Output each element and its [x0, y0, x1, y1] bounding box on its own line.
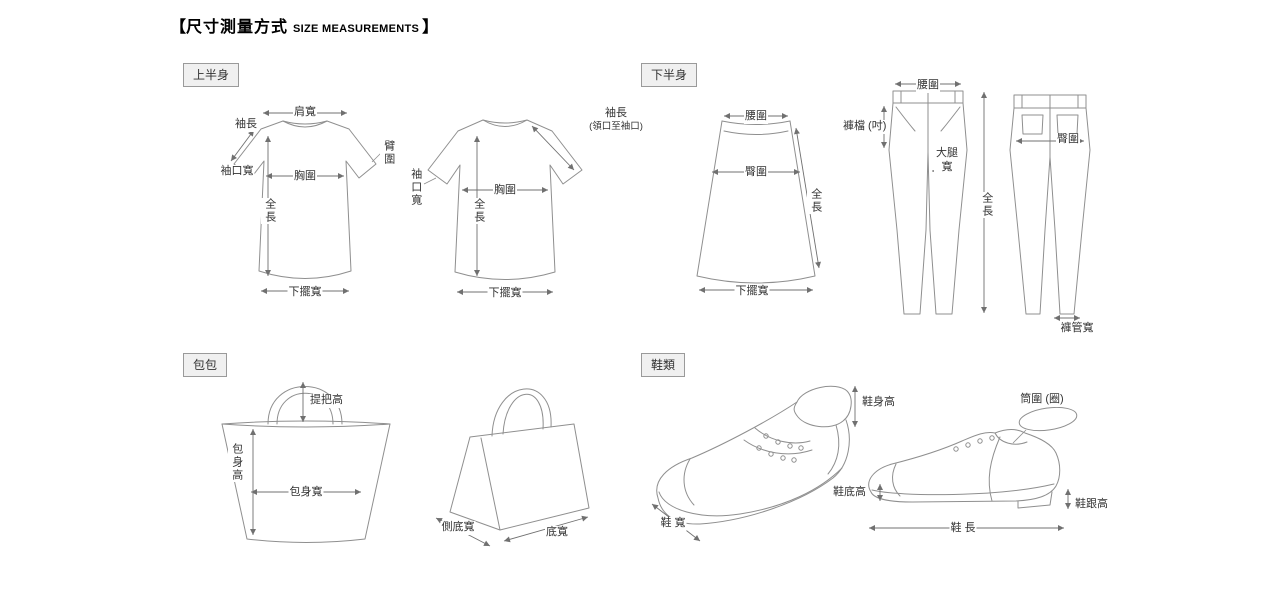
label-shirt2-hem-width: 下擺寬: [487, 287, 523, 301]
pants-back-drawing: [1009, 94, 1091, 321]
tshirt-1-drawing: [230, 110, 382, 294]
label-pants-total-length: 全長: [978, 192, 994, 218]
label-shirt1-chest: 胸圍: [293, 170, 317, 184]
label-shoe-shaft-circumference: 筒圍 (圈): [1019, 393, 1065, 407]
title-bracket-open: 【: [170, 19, 187, 36]
pants-front-drawing: [881, 81, 987, 315]
title-text-latin: SIZE MEASUREMENTS: [293, 23, 420, 35]
label-bag-bottom-width: 底寬: [545, 526, 569, 540]
label-shirt2-cuff-width: 袖口寬: [407, 168, 423, 207]
label-bag-body-height: 包身高: [228, 443, 244, 482]
section-header-shoes: 鞋類: [641, 353, 686, 377]
bag-front-drawing: [221, 382, 391, 543]
label-shirt1-total-length: 全長: [261, 198, 277, 224]
label-pants-leg-opening: 褲管寬: [1059, 322, 1095, 336]
label-pants-thigh-width: 大腿寬: [934, 147, 960, 175]
label-bag-body-width: 包身寬: [288, 486, 324, 500]
label-shirt2-chest: 胸圍: [493, 184, 517, 198]
label-shirt2-sleeve-length: 袖長 (領口至袖口): [588, 107, 644, 133]
label-shirt2-sleeve-length-note: (領口至袖口): [589, 120, 643, 132]
label-skirt-hip: 臀圍: [744, 166, 768, 180]
label-pants-crotch: 褲檔 (吋): [842, 120, 888, 134]
label-shirt2-sleeve-length-main: 袖長: [604, 107, 627, 119]
section-header-upper-body: 上半身: [183, 63, 240, 87]
label-shoe-sole-height: 鞋底高: [832, 486, 867, 500]
label-shoe-width: 鞋 寬: [659, 517, 687, 531]
label-shirt1-hem-width: 下擺寬: [287, 286, 323, 300]
section-header-bags: 包包: [183, 353, 228, 377]
label-bag-handle-height: 提把高: [309, 394, 344, 408]
label-shoe-length: 鞋 長: [949, 522, 977, 536]
label-skirt-hem-width: 下擺寬: [734, 285, 770, 299]
label-pants-waist: 腰圍: [916, 79, 940, 93]
label-shoe-heel-height: 鞋跟高: [1074, 498, 1109, 512]
section-header-lower-body: 下半身: [641, 63, 698, 87]
page-title: 【尺寸測量方式 SIZE MEASUREMENTS】: [170, 13, 438, 37]
title-text-cjk: 尺寸測量方式: [186, 19, 289, 36]
label-shirt1-cuff-width: 袖口寬: [219, 165, 255, 179]
label-shirt1-sleeve-length: 袖長: [234, 118, 258, 132]
label-shirt1-shoulder-width: 肩寬: [293, 106, 317, 120]
shoe-2-drawing: [868, 406, 1078, 531]
tshirt-2-drawing: [423, 119, 583, 295]
label-skirt-waist: 腰圍: [744, 110, 768, 124]
title-bracket-close: 】: [422, 19, 439, 36]
label-pants-hip: 臀圍: [1056, 133, 1080, 147]
label-shirt1-arm-circumference: 臂圍: [380, 140, 396, 166]
skirt-drawing: [696, 113, 821, 293]
label-shirt2-total-length: 全長: [470, 198, 486, 224]
label-skirt-total-length: 全長: [807, 188, 823, 214]
label-shoe-body-height: 鞋身高: [861, 396, 896, 410]
label-bag-side-bottom-width: 側底寬: [440, 521, 476, 535]
